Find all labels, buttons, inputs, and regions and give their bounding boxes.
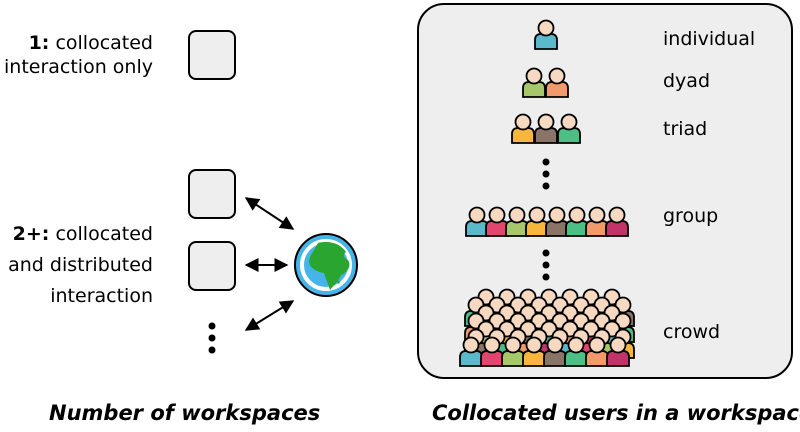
- person-icon-dyad-1: [522, 67, 546, 98]
- level-label-group: group: [663, 205, 718, 227]
- label-multi-count: 2+:: [12, 223, 50, 245]
- person-icon-group-4: [525, 206, 549, 237]
- label-multi-line1: collocated: [49, 223, 153, 245]
- level-label-dyad: dyad: [663, 70, 710, 92]
- workspace-box-distributed-1: [188, 169, 236, 219]
- ellipsis-group-crowd: [542, 249, 550, 281]
- caption-number-of-workspaces: Number of workspaces: [49, 401, 321, 425]
- person-icon-group-5: [545, 206, 569, 237]
- level-label-triad: triad: [663, 118, 707, 140]
- label-single-workspace: 1: collocated interaction only: [4, 31, 153, 79]
- person-icon-individual: [534, 19, 558, 50]
- person-icon-group-6: [565, 206, 589, 237]
- person-icon-triad-3: [557, 113, 581, 144]
- workspace-panel: [417, 3, 793, 379]
- earth-globe-icon: [294, 233, 358, 297]
- person-icon-crowd-47: [480, 336, 504, 367]
- person-icon-crowd-53: [606, 336, 630, 367]
- arrow-workspace1-globe: [244, 197, 295, 230]
- person-icon-crowd-49: [522, 336, 546, 367]
- ellipsis-workspaces: [208, 322, 216, 354]
- label-multi-workspace: 2+: collocated and distributed interacti…: [8, 219, 153, 312]
- label-single-line1: collocated: [49, 32, 153, 54]
- person-icon-crowd-52: [585, 336, 609, 367]
- arrow-ellipsis-globe: [244, 300, 295, 331]
- people-layer: [459, 19, 635, 367]
- workspace-box-single: [188, 30, 236, 80]
- person-icon-crowd-51: [564, 336, 588, 367]
- person-icon-crowd-46: [459, 336, 483, 367]
- person-icon-triad-1: [511, 113, 535, 144]
- label-multi-line2: and distributed: [8, 254, 153, 276]
- level-label-crowd: crowd: [663, 321, 720, 343]
- label-multi-line3: interaction: [50, 285, 153, 307]
- person-icon-group-3: [505, 206, 529, 237]
- person-icon-group-8: [605, 206, 629, 237]
- caption-collocated-users: Collocated users in a workspace: [432, 401, 800, 425]
- person-icon-group-2: [485, 206, 509, 237]
- label-single-count: 1:: [28, 32, 50, 54]
- workspace-box-distributed-2: [188, 241, 236, 291]
- person-icon-triad-2: [534, 113, 558, 144]
- person-icon-group-7: [585, 206, 609, 237]
- level-label-individual: individual: [663, 28, 755, 50]
- person-icon-crowd-50: [543, 336, 567, 367]
- label-single-line2: interaction only: [4, 56, 153, 78]
- person-icon-dyad-2: [545, 67, 569, 98]
- person-icon-crowd-48: [501, 336, 525, 367]
- person-icon-group-1: [465, 206, 489, 237]
- ellipsis-triad-group: [542, 158, 550, 190]
